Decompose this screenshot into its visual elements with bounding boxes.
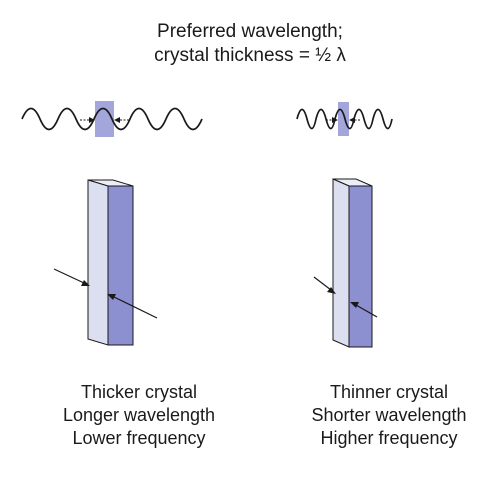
left-caption-line-1: Thicker crystal <box>80 382 197 402</box>
right-caption-line-3: Higher frequency <box>320 428 458 448</box>
right-beam-arrows <box>313 276 378 318</box>
left-caption-line-3: Lower frequency <box>72 428 206 448</box>
left-wave <box>21 107 203 131</box>
right-crystal <box>332 178 373 348</box>
right-wave <box>296 108 393 130</box>
left-crystal <box>87 179 134 346</box>
right-thickness-arrows <box>326 117 360 123</box>
left-crystal-side <box>87 179 109 346</box>
right-caption: Thinner crystal Shorter wavelength Highe… <box>279 381 499 450</box>
diagram-title: Preferred wavelength; crystal thickness … <box>0 20 500 68</box>
title-line-1: Preferred wavelength; <box>157 21 343 42</box>
left-thickness-arrows <box>80 117 129 123</box>
left-beam-arrows <box>53 268 158 319</box>
right-caption-line-2: Shorter wavelength <box>311 405 467 425</box>
right-crystal-side <box>332 178 350 348</box>
right-crystal-front <box>348 185 373 348</box>
left-crystal-front <box>107 185 134 346</box>
title-line-2: crystal thickness = ½ λ <box>154 45 346 66</box>
left-caption-line-2: Longer wavelength <box>62 405 216 425</box>
right-caption-line-1: Thinner crystal <box>329 382 449 402</box>
left-caption: Thicker crystal Longer wavelength Lower … <box>29 381 249 450</box>
right-half-wavelength-highlight <box>338 102 349 136</box>
